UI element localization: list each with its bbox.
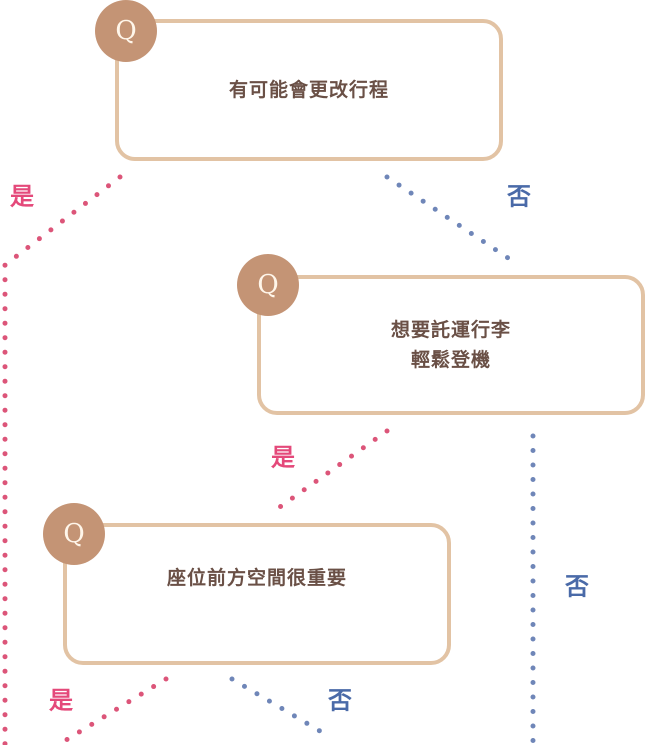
- yes-path-3: [55, 676, 169, 745]
- no-label: 否: [565, 572, 589, 601]
- question-text-3: 座位前方空間很重要: [166, 567, 347, 589]
- q-badge-icon: Q: [95, 0, 157, 62]
- yes-label: 是: [10, 182, 34, 211]
- q-badge-icon: Q: [237, 254, 299, 316]
- no-label: 否: [507, 182, 531, 211]
- no-path-1: [384, 174, 511, 261]
- yes-path-2: [267, 428, 390, 517]
- question-text-1: 有可能會更改行程: [228, 78, 389, 101]
- no-label: 否: [328, 686, 352, 715]
- yes-path-1: [2, 174, 123, 745]
- question-box-2: 想要託運行李 輕鬆登機: [257, 275, 645, 415]
- question-box-1: 有可能會更改行程: [115, 19, 503, 161]
- question-text-2-line2: 輕鬆登機: [410, 349, 491, 371]
- yes-label: 是: [271, 443, 295, 472]
- question-text-2-line1: 想要託運行李: [390, 318, 511, 341]
- q-badge-icon: Q: [43, 503, 105, 565]
- yes-label: 是: [49, 686, 73, 715]
- no-path-3: [229, 676, 333, 740]
- question-box-3: 座位前方空間很重要: [63, 523, 451, 665]
